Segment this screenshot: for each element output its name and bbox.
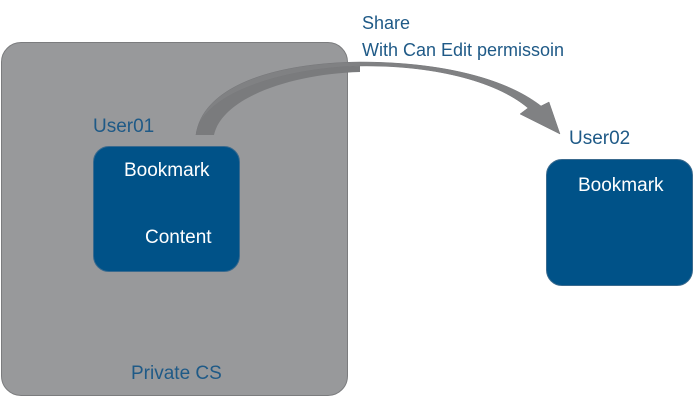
user01-bookmark-title: Bookmark [124,160,210,181]
share-label: Share [362,13,411,33]
private-cs-label: Private CS [131,363,222,384]
user01-bookmark-box: Bookmark Content [93,146,240,272]
user02-bookmark-box: Bookmark [546,159,693,286]
user01-bookmark-content: Content [145,227,212,248]
user02-label: User02 [569,128,631,149]
user02-bookmark-title: Bookmark [578,175,664,196]
share-permission-label: With Can Edit permissoin [362,40,565,60]
user01-label: User01 [93,116,155,137]
